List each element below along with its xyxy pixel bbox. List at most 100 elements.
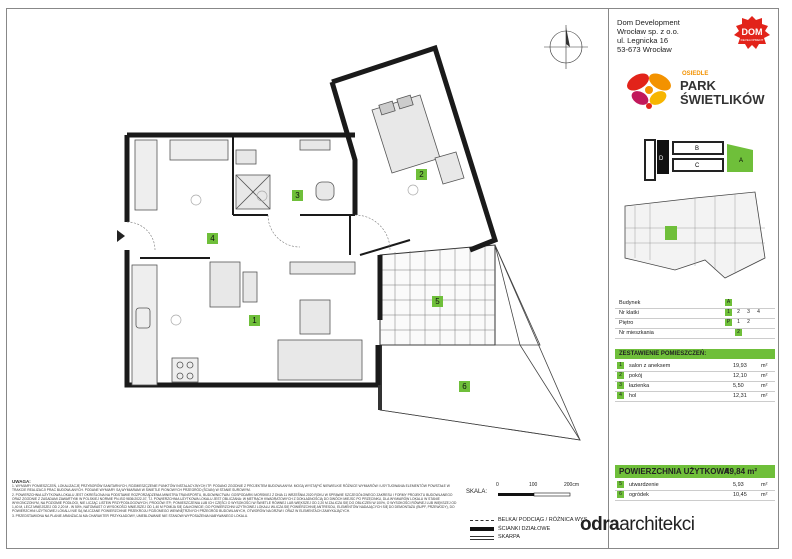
extra-unit: m² [761, 482, 768, 488]
room-name: salon z aneksem [629, 363, 671, 369]
room-unit: m² [761, 373, 768, 379]
extra-area: 5,93 [733, 482, 744, 488]
partition-symbol [470, 526, 494, 531]
company-address: Dom Development Wrocław sp. z o.o. ul. L… [617, 18, 680, 54]
room-area: 12,31 [733, 393, 747, 399]
partitions [140, 135, 411, 259]
sheet-frame [6, 8, 779, 549]
svg-text:PARK: PARK [680, 78, 716, 93]
architect-name-part2: architekci [619, 514, 695, 535]
usable-area-label: POWIERZCHNIA UŻYTKOWA: [619, 467, 733, 476]
wardrobe [434, 151, 465, 185]
svg-text:ŚWIETLIKÓW: ŚWIETLIKÓW [680, 92, 765, 107]
room-row: 4 hol 12,31 m² [615, 392, 775, 402]
extra-unit: m² [761, 492, 768, 498]
info-label: Budynek [619, 300, 641, 306]
room-name: hol [629, 393, 637, 399]
info-value: 3 [747, 309, 750, 315]
living-furniture [209, 261, 363, 381]
info-label: Nr mieszkania [619, 330, 654, 336]
company-city: 53-673 Wrocław [617, 45, 672, 54]
legend-label: ŚCIANKI DZIAŁOWE [498, 525, 551, 532]
scale-tick: 200cm [564, 482, 580, 488]
firefly-icon [627, 73, 671, 109]
kitchen-units [131, 264, 199, 386]
note-item: 1. WYMIARY POMIESZCZEŃ, LOKALIZACJĘ PRZY… [12, 484, 450, 493]
extra-num: 6 [617, 491, 624, 498]
scale-tick: 100 [529, 482, 538, 488]
legend-item-beam: BELKA/ PODCIĄG / RÓŻNICA WYS. [468, 516, 589, 525]
note-item: 3. PRZEDSTAWIONA NA PLANIE ARANŻACJA MA … [12, 513, 249, 518]
beam-symbol [470, 520, 494, 521]
bed [371, 94, 441, 174]
legend-item-partition: ŚCIANKI DZIAŁOWE [468, 525, 589, 534]
room-label-6: 6 [459, 381, 470, 392]
usable-area-bar: POWIERZCHNIA UŻYTKOWA: 49,84 m² [615, 465, 775, 478]
room-row: 2 pokój 12,10 m² [615, 372, 775, 382]
sheet-divider [608, 8, 609, 549]
room-label-5: 5 [432, 296, 443, 307]
dom-development-logo: DOM DEVELOPMENT [734, 16, 770, 49]
room-unit: m² [761, 393, 768, 399]
extra-name: ogródek [629, 492, 649, 498]
svg-text:A: A [739, 158, 743, 164]
building-key-plan: D B C A [644, 139, 753, 181]
svg-text:C: C [695, 163, 700, 169]
info-label: Piętro [619, 320, 634, 326]
scale-graphic [498, 492, 571, 497]
extra-row: 6 ogródek 10,45 m² [615, 491, 775, 501]
north-arrow-icon [544, 25, 588, 69]
room-area: 5,50 [733, 383, 744, 389]
terrace-tiles [379, 244, 496, 346]
slope-symbol [470, 536, 494, 540]
room-row: 1 salon z aneksem 19,93 m² [615, 362, 775, 372]
room-num: 4 [617, 392, 624, 399]
info-value: A [725, 299, 732, 306]
legend-label: SKARPA [498, 534, 520, 540]
info-label: Nr klatki [619, 310, 639, 316]
bathroom-fixtures [235, 139, 335, 210]
extra-num: 5 [617, 481, 624, 488]
scale-bar: SKALA: 0 100 200cm [466, 482, 579, 497]
architect-name-part1: odra [580, 514, 620, 535]
rooms-heading: ZESTAWIENIE POMIESZCZEŃ: [615, 349, 775, 359]
notes-title: UWAGA: [12, 479, 31, 484]
room-num: 1 [617, 362, 624, 369]
notes: UWAGA: 1. WYMIARY POMIESZCZEŃ, LOKALIZAC… [12, 479, 462, 518]
legend-label: BELKA/ PODCIĄG / RÓŻNICA WYS. [498, 517, 589, 523]
room-area: 12,10 [733, 373, 747, 379]
room-unit: m² [761, 363, 768, 369]
info-row-floor: Piętro P 1 2 [615, 319, 775, 329]
room-label-2: 2 [416, 169, 427, 180]
info-value: 2 [735, 329, 742, 336]
svg-text:B: B [695, 146, 699, 152]
usable-area-value: 49,84 m² [725, 467, 758, 476]
legend: BELKA/ PODCIĄG / RÓŻNICA WYS. ŚCIANKI DZ… [468, 516, 589, 542]
architect-logo: odraarchitekci [580, 514, 695, 536]
room-unit: m² [761, 383, 768, 389]
room-area: 19,93 [733, 363, 747, 369]
company-line-2: Wrocław sp. z o.o. [617, 27, 679, 36]
svg-text:OSIEDLE: OSIEDLE [682, 71, 708, 77]
info-value: 1 [725, 309, 732, 316]
floor-key-plan [624, 191, 766, 279]
room-row: 3 łazienka 5,50 m² [615, 382, 775, 392]
door-swings [126, 214, 391, 251]
scale-label: SKALA: [466, 489, 488, 495]
room-label-3: 3 [292, 190, 303, 201]
room-name: łazienka [629, 383, 650, 389]
legend-item-slope: SKARPA [468, 533, 589, 542]
svg-text:DEVELOPMENT: DEVELOPMENT [741, 38, 764, 42]
room-label-1: 1 [249, 315, 260, 326]
info-value: P [725, 319, 732, 326]
svg-text:DOM: DOM [742, 27, 763, 37]
room-name: pokój [629, 373, 643, 379]
info-value: 4 [757, 309, 760, 315]
info-value: 2 [747, 319, 750, 325]
info-row-staircase: Nr klatki 1 2 3 4 [615, 309, 775, 319]
svg-text:D: D [659, 156, 664, 162]
park-swietlikow-logo: OSIEDLE PARK ŚWIETLIKÓW [627, 71, 765, 109]
wheelchair-icon [170, 184, 419, 326]
scale-tick: 0 [496, 482, 499, 488]
info-value: 2 [737, 309, 740, 315]
